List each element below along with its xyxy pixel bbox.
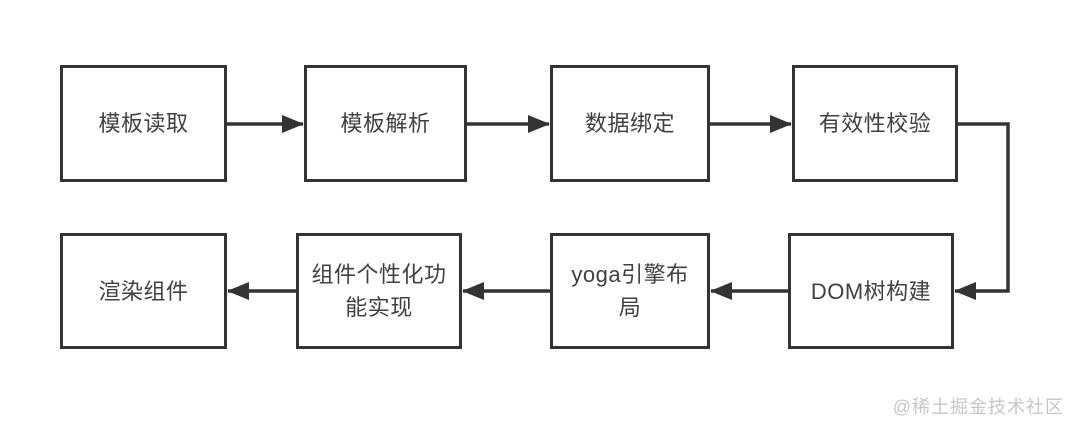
flow-node-label: 渲染组件 — [98, 278, 189, 304]
arrow-validity-check-to-dom-tree-build — [954, 122, 1010, 300]
flow-node-label: 数据绑定 — [584, 111, 675, 136]
flow-node-label: 模板解析 — [340, 111, 431, 136]
flow-node-template-parse: 模板解析 — [304, 65, 467, 182]
flow-node-label: 模板读取 — [98, 111, 189, 136]
flow-node-label: 有效性校验 — [818, 111, 932, 136]
flow-node-label: 组件个性化功能实现 — [311, 262, 447, 320]
flow-node-label: DOM树构建 — [810, 278, 932, 304]
flow-node-render-component: 渲染组件 — [60, 233, 227, 349]
flow-node-data-bind: 数据绑定 — [550, 65, 710, 182]
flow-node-yoga-layout: yoga引擎布局 — [550, 233, 710, 349]
flow-node-dom-tree-build: DOM树构建 — [788, 233, 954, 349]
flow-node-validity-check: 有效性校验 — [792, 65, 958, 182]
flow-node-template-read: 模板读取 — [60, 65, 227, 182]
flow-node-label: yoga引擎布局 — [571, 262, 689, 320]
flow-node-component-custom: 组件个性化功能实现 — [296, 233, 462, 349]
watermark: @稀土掘金技术社区 — [892, 397, 1064, 417]
